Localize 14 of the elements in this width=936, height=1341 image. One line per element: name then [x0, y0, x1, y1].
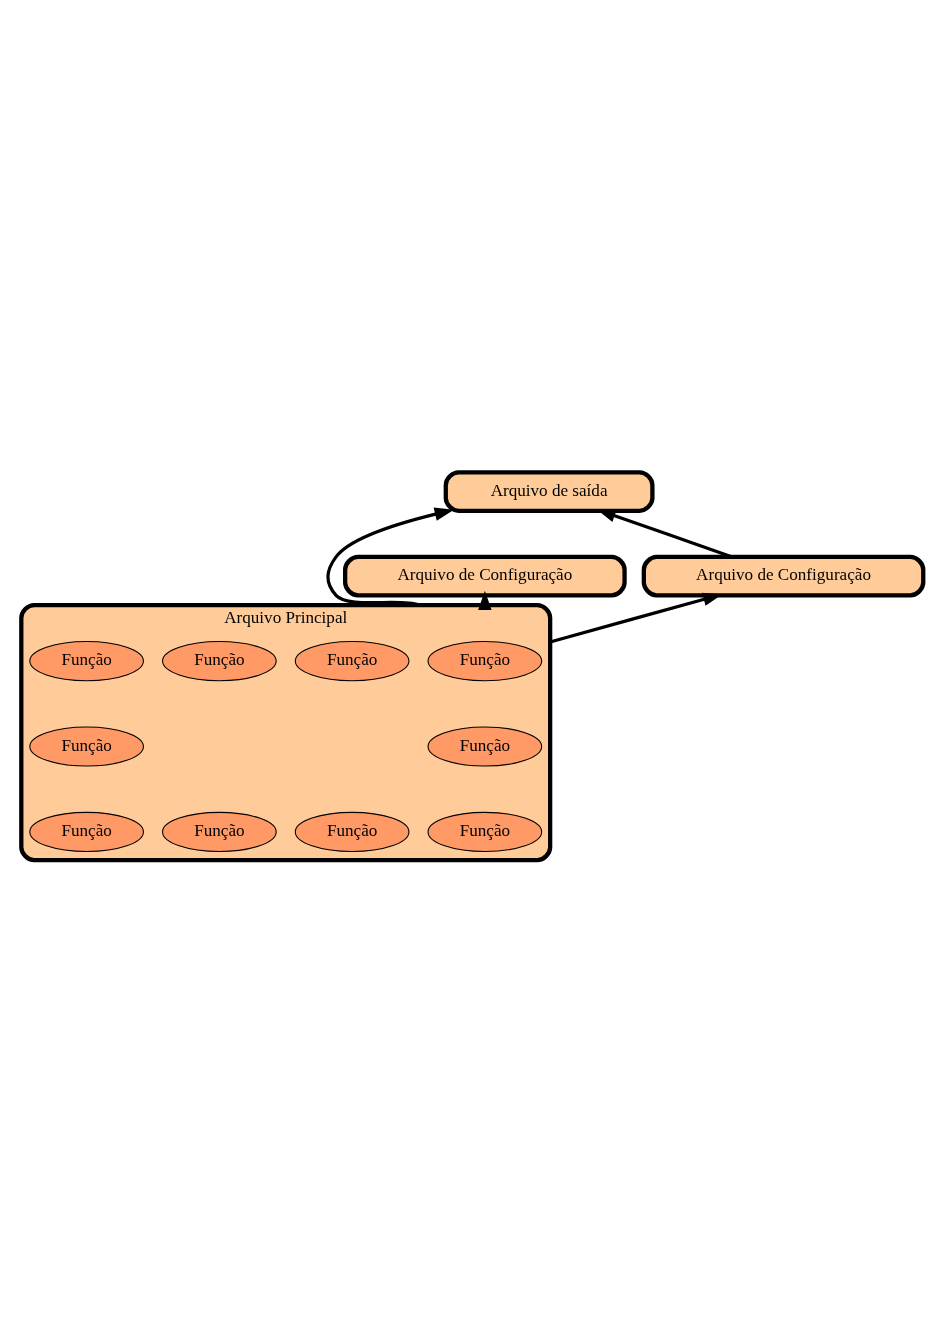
node-ellipse: Função	[294, 641, 410, 682]
node-ellipse: Função	[294, 811, 410, 852]
node-box: Arquivo de saída	[443, 470, 655, 513]
node-box: Arquivo de Configuração	[641, 554, 926, 598]
node-ellipse: Função	[427, 726, 543, 767]
node-ellipse: Função	[162, 811, 277, 852]
node-ellipse: Função	[29, 641, 144, 682]
node-ellipse: Função	[162, 641, 277, 682]
node-ellipse: Função	[427, 641, 543, 682]
node-ellipse: Função	[29, 811, 144, 852]
node-ellipse: Função	[29, 726, 144, 767]
arrow	[478, 590, 492, 611]
node-box: Arquivo de Configuração	[343, 554, 627, 598]
node-ellipse: Função	[427, 811, 543, 852]
